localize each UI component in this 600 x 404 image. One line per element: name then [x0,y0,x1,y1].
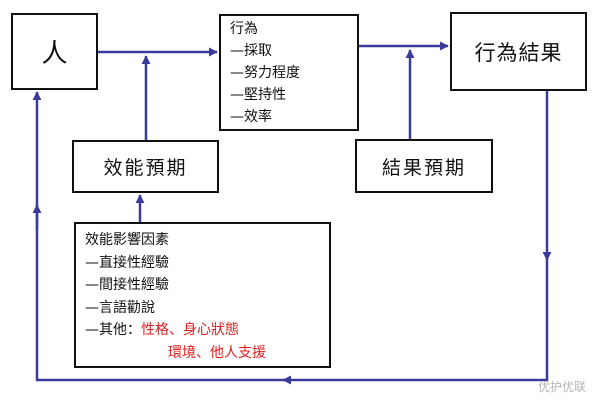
behavior-title: 行為 [230,21,258,37]
behavior-item-effort: —努力程度 [230,65,300,81]
outcome-expectation-box: 結果預期 [355,139,493,193]
outcome-expectation-label: 結果預期 [381,156,466,179]
factor-direct-experience: —直接性經驗 [85,254,169,271]
watermark: 优护优联 [538,378,586,395]
factor-verbal-persuasion: —言語勸說 [85,299,155,316]
factor-other-line: —其他：性格、身心狀態 [85,319,329,342]
person-label: 人 [41,39,68,69]
factor-indirect-experience: —間接性經驗 [85,277,169,293]
person-box: 人 [11,13,98,90]
efficacy-factors-box: 效能影響因素 —直接性經驗 —間接性經驗 —言語勸說 —其他：性格、身心狀態 環… [74,222,331,368]
behavior-result-box: 行為結果 [450,12,587,91]
behavior-result-label: 行為結果 [474,40,563,65]
watermark-text: 优护优联 [537,380,586,394]
feedback-loop-right [282,258,549,385]
factors-title: 效能影響因素 [85,232,169,248]
feedback-loop-left [32,91,285,382]
behavior-item-adopt: —採取 [230,43,272,59]
behavior-item-efficiency: —效率 [230,109,272,125]
factor-other-environment: 環境、他人支援 [168,344,266,361]
efficacy-expectation-label: 效能預期 [103,157,188,179]
factor-other-personality: 性格、身心狀態 [141,322,239,338]
factor-other-prefix: —其他： [85,322,141,338]
behavior-item-persistence: —堅持性 [230,87,286,103]
efficacy-expectation-box: 效能預期 [72,140,219,193]
behavior-box: 行為 —採取 —努力程度 —堅持性 —效率 [219,14,359,131]
